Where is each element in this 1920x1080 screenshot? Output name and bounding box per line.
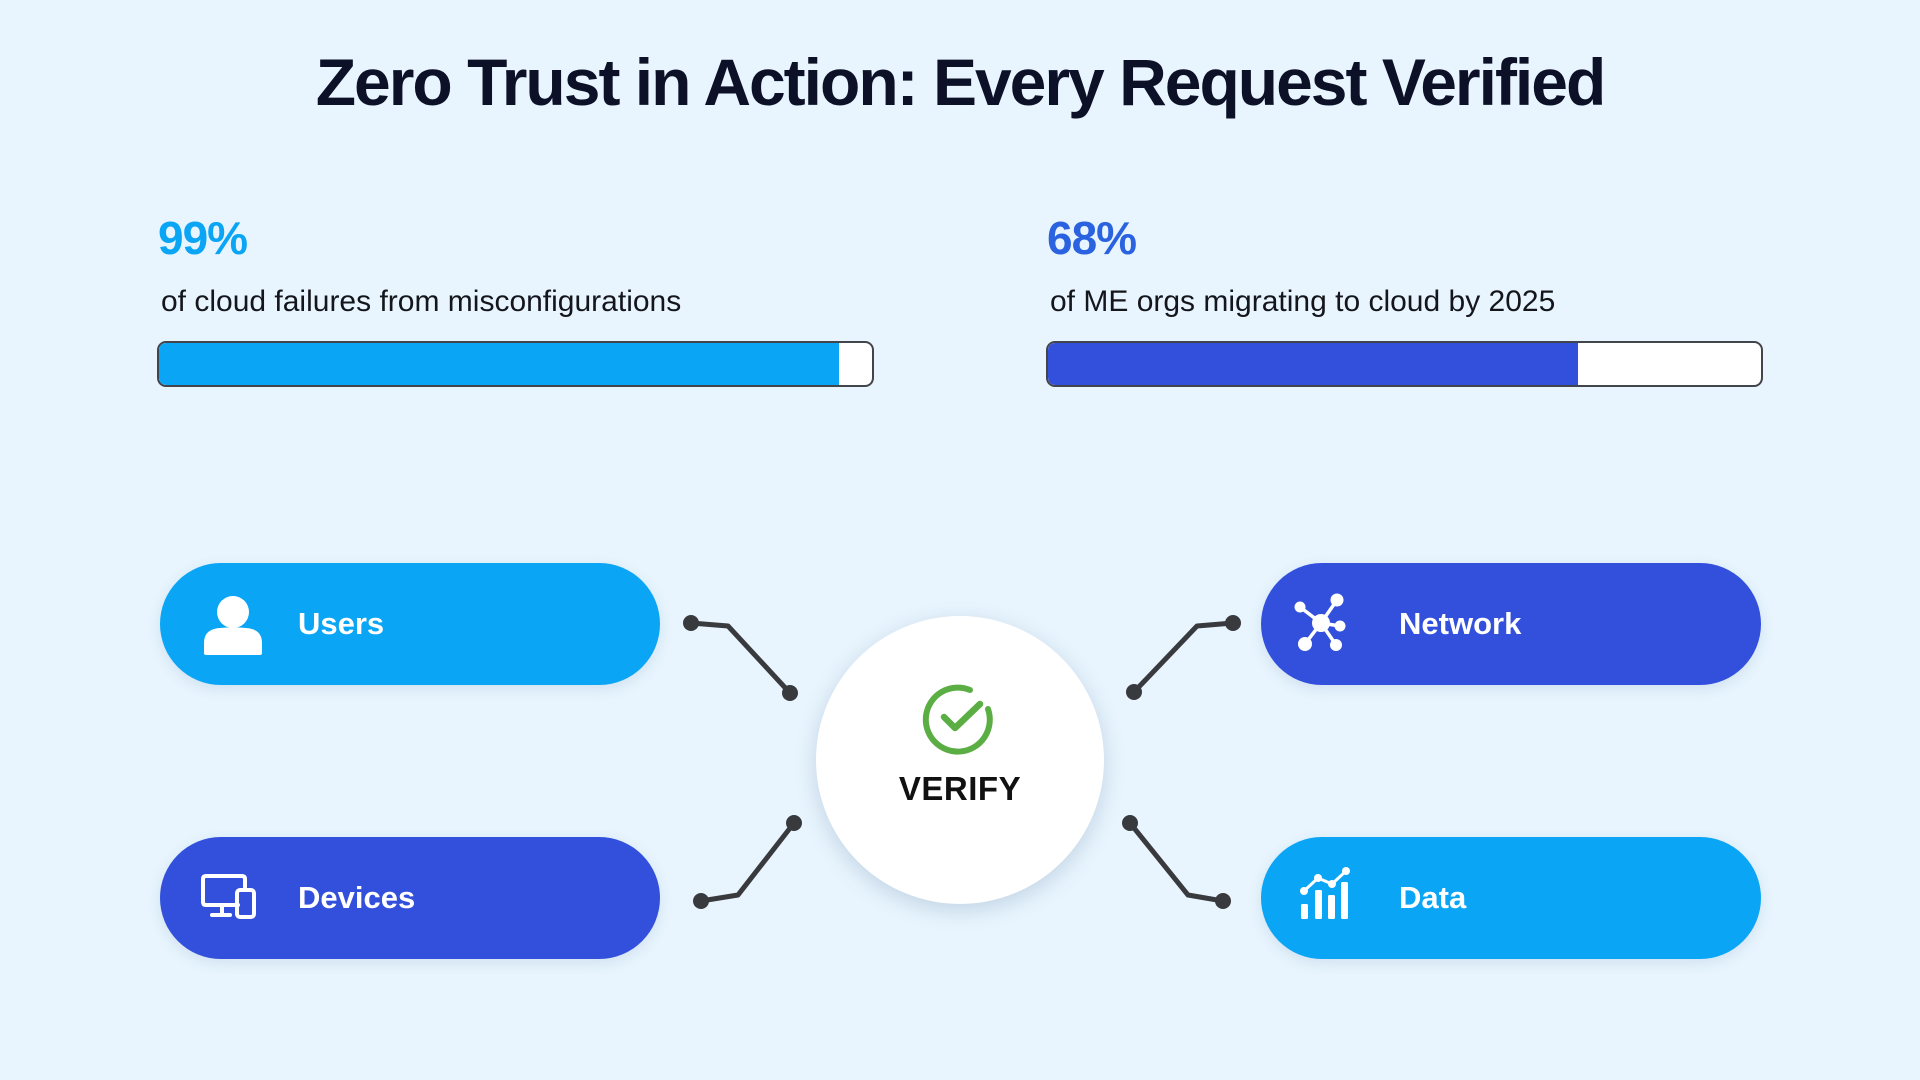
pillar-data[interactable]: Data <box>1261 837 1761 959</box>
verify-hub: VERIFY <box>816 616 1104 904</box>
connector-devices <box>700 821 796 904</box>
verify-label: VERIFY <box>898 770 1022 807</box>
data-chart-icon <box>1300 867 1350 919</box>
stat-cloud-migration: 68% of ME orgs migrating to cloud by 202… <box>1047 210 1767 322</box>
connector-users <box>690 620 792 695</box>
stat-description: of ME orgs migrating to cloud by 2025 <box>1050 285 1556 318</box>
connector-network <box>1132 620 1234 694</box>
pillar-label: Users <box>298 606 385 641</box>
stat-value: 99% <box>158 212 248 264</box>
devices-icon <box>201 874 256 919</box>
pillar-label: Devices <box>298 880 416 915</box>
pillar-label: Data <box>1399 880 1467 915</box>
page-title: Zero Trust in Action: Every Request Veri… <box>315 45 1607 119</box>
pillar-network[interactable]: Network <box>1261 563 1761 685</box>
progress-fill <box>159 343 840 385</box>
stat-misconfigurations: 99% of cloud failures from misconfigurat… <box>158 210 878 322</box>
check-circle-icon <box>922 684 993 755</box>
pillar-users[interactable]: Users <box>160 563 660 685</box>
progress-bar-cloud-migration <box>1046 341 1763 387</box>
stat-description: of cloud failures from misconfigurations <box>161 285 682 318</box>
stat-value: 68% <box>1047 212 1137 264</box>
pillar-label: Network <box>1399 606 1522 641</box>
progress-fill <box>1048 343 1578 385</box>
connector-data <box>1128 821 1224 904</box>
progress-bar-misconfigurations <box>157 341 874 387</box>
pillar-devices[interactable]: Devices <box>160 837 660 959</box>
user-icon <box>204 596 262 655</box>
network-icon <box>1294 593 1346 651</box>
